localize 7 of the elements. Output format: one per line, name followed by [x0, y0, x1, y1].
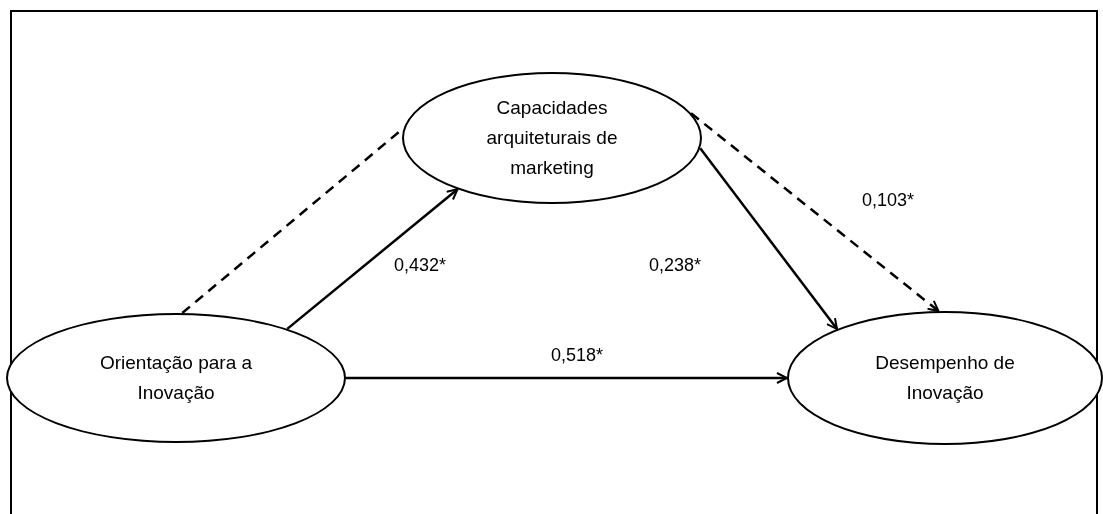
arrow [346, 372, 788, 384]
node-label: Desempenho de Inovação [874, 351, 1016, 405]
arrow [690, 112, 940, 313]
node-label: Orientação para a Inovação [98, 351, 254, 405]
arrow [699, 147, 838, 331]
node-label: Capacidades arquiteturais de marketing [485, 96, 619, 180]
arrow [286, 188, 459, 330]
